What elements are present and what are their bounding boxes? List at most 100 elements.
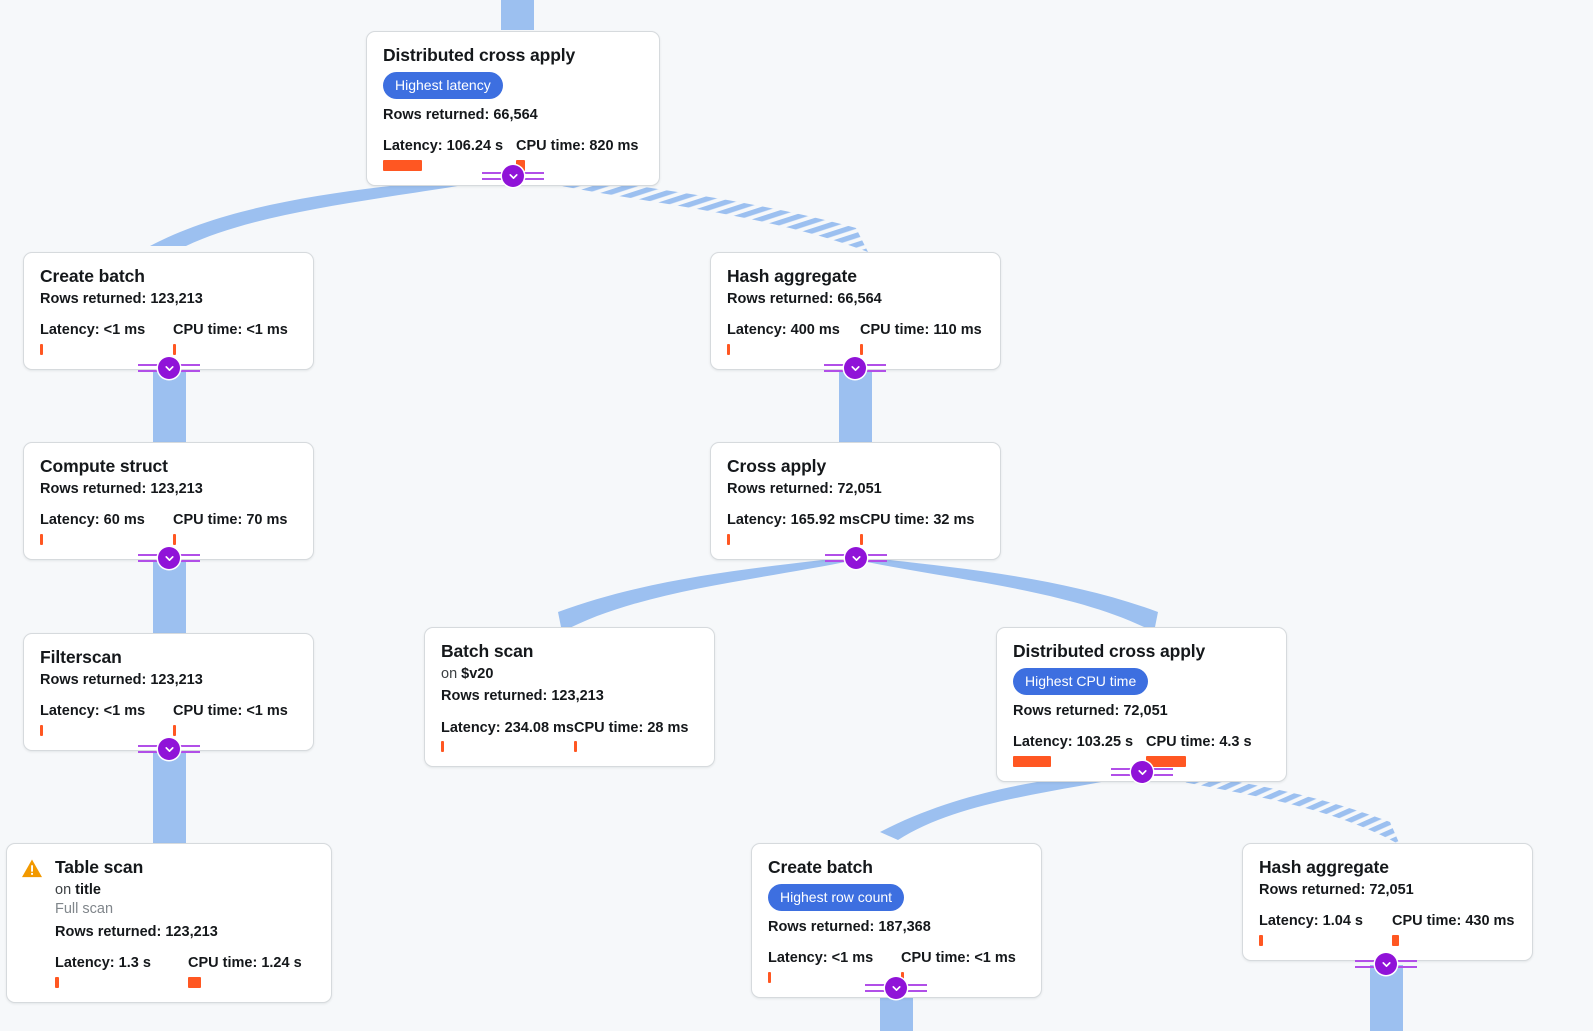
latency-metric: Latency: <1 ms — [40, 703, 173, 736]
warning-icon — [22, 859, 42, 878]
rows-returned: Rows returned: 187,368 — [768, 918, 931, 935]
on-prefix: on — [441, 665, 458, 682]
chevron-down-icon — [164, 746, 174, 752]
cpu-bar — [188, 976, 201, 988]
rows-returned: Rows returned: 123,213 — [55, 923, 218, 940]
rows-returned: Rows returned: 72,051 — [1259, 881, 1414, 898]
latency-metric: Latency: 106.24 s — [383, 138, 516, 171]
cpu-bar — [574, 741, 577, 753]
chevron-down-icon — [164, 555, 174, 561]
latency-metric: Latency: 165.92 ms — [727, 512, 860, 545]
latency-label: Latency: 103.25 s — [1013, 734, 1134, 751]
toggle-filterscan[interactable] — [158, 738, 180, 760]
plan-node-cross-apply[interactable]: Cross apply Rows returned: 72,051 Latenc… — [710, 442, 1001, 560]
node-title: Compute struct — [40, 456, 168, 476]
node-metrics: Latency: <1 ms CPU time: <1 ms — [40, 703, 297, 736]
toggle-root[interactable] — [502, 165, 524, 187]
toggle-cross-apply[interactable] — [845, 547, 867, 569]
cpu-label: CPU time: 4.3 s — [1146, 734, 1252, 751]
latency-bar — [768, 971, 771, 983]
plan-node-create-batch-bottom[interactable]: Create batch Highest row count Rows retu… — [751, 843, 1042, 998]
latency-label: Latency: 165.92 ms — [727, 512, 860, 529]
cpu-metric: CPU time: <1 ms — [173, 322, 288, 355]
node-subject: on title — [55, 881, 315, 901]
chevron-down-icon — [1381, 961, 1391, 967]
latency-bar — [383, 159, 422, 171]
cpu-metric: CPU time: 820 ms — [516, 138, 639, 171]
cpu-metric: CPU time: 32 ms — [860, 512, 975, 545]
node-metrics: Latency: <1 ms CPU time: <1 ms — [40, 322, 297, 355]
cpu-metric: CPU time: 1.24 s — [188, 955, 302, 988]
chevron-down-icon — [1137, 769, 1147, 775]
node-metrics: Latency: <1 ms CPU time: <1 ms — [768, 950, 1025, 983]
cpu-label: CPU time: 32 ms — [860, 512, 975, 529]
cpu-label: CPU time: 1.24 s — [188, 955, 302, 972]
cpu-metric: CPU time: 28 ms — [574, 720, 688, 753]
plan-node-table-scan[interactable]: Table scan on title Full scan Rows retur… — [6, 843, 332, 1003]
chevron-down-icon — [850, 365, 860, 371]
node-title: Create batch — [40, 266, 145, 286]
latency-bar — [40, 724, 43, 736]
cpu-bar — [516, 159, 525, 171]
cpu-label: CPU time: <1 ms — [173, 703, 288, 720]
edge-root-to-create-batch — [150, 171, 512, 246]
latency-metric: Latency: 1.04 s — [1259, 913, 1392, 946]
rows-returned: Rows returned: 66,564 — [383, 106, 538, 123]
edge-root-to-hash-aggregate — [516, 170, 868, 252]
cpu-metric: CPU time: <1 ms — [173, 703, 288, 736]
latency-bar — [441, 741, 444, 753]
rows-returned: Rows returned: 72,051 — [1013, 702, 1168, 719]
status-badge-highest-cpu-time: Highest CPU time — [1013, 667, 1149, 695]
cpu-label: CPU time: 430 ms — [1392, 913, 1515, 930]
toggle-create-batch-left[interactable] — [158, 357, 180, 379]
toggle-create-batch-bottom[interactable] — [885, 977, 907, 999]
edge-into-root — [501, 0, 534, 30]
plan-node-hash-aggregate-lower[interactable]: Hash aggregate Rows returned: 72,051 Lat… — [1242, 843, 1533, 961]
cpu-metric: CPU time: <1 ms — [901, 950, 1016, 983]
latency-metric: Latency: 234.08 ms — [441, 719, 574, 753]
toggle-hash-aggregate-lower[interactable] — [1375, 953, 1397, 975]
subject-target: $v20 — [461, 665, 494, 682]
edge-cross-apply-to-distributed-cpu — [857, 556, 1158, 632]
node-metrics: Latency: 400 ms CPU time: 110 ms — [727, 322, 984, 355]
latency-bar — [727, 533, 730, 545]
cpu-metric: CPU time: 430 ms — [1392, 913, 1515, 946]
node-metrics: Latency: 1.3 s CPU time: 1.24 s — [55, 955, 315, 988]
cpu-label: CPU time: <1 ms — [901, 950, 1016, 967]
edge-create-batch-bottom-out — [880, 988, 913, 1031]
latency-label: Latency: <1 ms — [40, 322, 146, 339]
node-title: Filterscan — [40, 647, 122, 667]
toggle-compute-struct[interactable] — [158, 547, 180, 569]
latency-bar — [55, 976, 59, 988]
plan-node-distributed-cross-apply-root[interactable]: Distributed cross apply Highest latency … — [366, 31, 660, 186]
edge-hash-aggregate-lower-out — [1370, 965, 1403, 1031]
toggle-hash-aggregate-upper[interactable] — [844, 357, 866, 379]
plan-node-distributed-cross-apply-cpu[interactable]: Distributed cross apply Highest CPU time… — [996, 627, 1287, 782]
latency-bar — [727, 343, 730, 355]
scan-type: Full scan — [55, 901, 114, 918]
node-title: Hash aggregate — [727, 266, 857, 286]
chevron-down-icon — [891, 985, 901, 991]
cpu-metric: CPU time: 70 ms — [173, 512, 287, 545]
node-subject: on $v20 — [441, 665, 698, 685]
plan-node-batch-scan[interactable]: Batch scan on $v20 Rows returned: 123,21… — [424, 627, 715, 768]
plan-node-compute-struct[interactable]: Compute struct Rows returned: 123,213 La… — [23, 442, 314, 560]
latency-label: Latency: 400 ms — [727, 322, 840, 339]
latency-bar — [40, 343, 43, 355]
plan-node-create-batch-left[interactable]: Create batch Rows returned: 123,213 Late… — [23, 252, 314, 370]
plan-node-hash-aggregate-upper[interactable]: Hash aggregate Rows returned: 66,564 Lat… — [710, 252, 1001, 370]
cpu-metric: CPU time: 4.3 s — [1146, 734, 1252, 767]
node-title: Batch scan — [441, 641, 534, 661]
toggle-distributed-cpu[interactable] — [1131, 761, 1153, 783]
latency-label: Latency: 234.08 ms — [441, 719, 574, 736]
node-title: Create batch — [768, 857, 873, 877]
on-prefix: on — [55, 881, 72, 898]
latency-label: Latency: <1 ms — [768, 950, 874, 967]
rows-returned: Rows returned: 72,051 — [727, 480, 882, 497]
edge-hash-aggregate-to-cross-apply — [839, 368, 872, 446]
plan-node-filterscan[interactable]: Filterscan Rows returned: 123,213 Latenc… — [23, 633, 314, 751]
latency-bar — [40, 533, 43, 545]
cpu-bar — [173, 724, 176, 736]
rows-returned: Rows returned: 123,213 — [40, 671, 203, 688]
